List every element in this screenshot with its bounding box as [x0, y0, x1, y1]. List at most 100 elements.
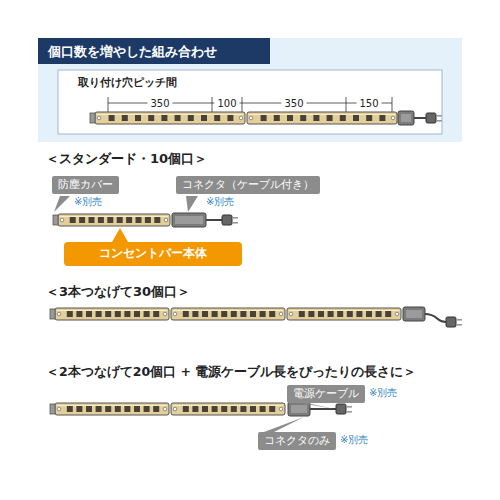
- bar-body: [55, 308, 169, 320]
- outlet: [67, 311, 73, 317]
- outlet: [202, 311, 208, 317]
- mounting-hole: [163, 407, 167, 411]
- bar-body: [171, 308, 285, 320]
- outlet: [154, 217, 160, 223]
- outlet: [107, 217, 113, 223]
- outlet: [188, 115, 194, 121]
- outlet: [70, 217, 76, 223]
- mounting-hole: [239, 116, 243, 120]
- outlet: [240, 311, 246, 317]
- label-text: コネクタのみ: [264, 434, 330, 448]
- bar-highlight: [173, 405, 283, 406]
- outlet: [260, 406, 266, 412]
- outlet: [96, 406, 102, 412]
- bar-highlight: [97, 114, 243, 115]
- dust-cover: [53, 215, 58, 225]
- outlet: [269, 406, 275, 412]
- bar-highlight: [249, 114, 395, 115]
- outlet: [379, 115, 385, 121]
- mounting-hole: [173, 407, 177, 411]
- figure-frame: [58, 70, 442, 134]
- outlet: [221, 311, 227, 317]
- connector: [403, 307, 425, 321]
- outlet: [115, 406, 121, 412]
- outlet: [76, 406, 82, 412]
- outlet: [183, 406, 189, 412]
- panel-ground: [38, 38, 462, 142]
- outlet: [144, 311, 150, 317]
- dust-cover: [90, 113, 95, 123]
- outlet: [67, 406, 73, 412]
- outlet: [124, 406, 130, 412]
- callout-pointer: [264, 417, 304, 432]
- outlet: [98, 217, 104, 223]
- mounting-hole: [57, 407, 61, 411]
- outlet: [145, 217, 151, 223]
- outlet: [192, 311, 198, 317]
- outlet: [212, 406, 218, 412]
- outlet: [250, 406, 256, 412]
- plug: [446, 317, 456, 327]
- outlet: [86, 311, 92, 317]
- sold-separately-note: ※別売: [340, 433, 368, 446]
- outlet: [148, 115, 154, 121]
- outlet: [366, 311, 372, 317]
- outlet: [240, 406, 246, 412]
- outlet: [269, 311, 275, 317]
- callout-pointer: [54, 196, 70, 212]
- sold-separately-note: ※別売: [369, 386, 397, 399]
- mounting-hole: [391, 116, 395, 120]
- plug-pin: [346, 406, 352, 408]
- outlet: [212, 311, 218, 317]
- bar-body: [287, 308, 401, 320]
- mounting-hole: [279, 312, 283, 316]
- plug-pin: [232, 217, 238, 219]
- dimension-tick: [212, 97, 213, 114]
- outlet: [376, 311, 382, 317]
- plug-pin: [436, 115, 442, 117]
- dimension-value: 150: [356, 98, 381, 109]
- mounting-hole: [97, 116, 101, 120]
- outlet-bar: [90, 112, 245, 124]
- plug-pin: [346, 411, 352, 413]
- option-label: 電源ケーブル※別売: [287, 385, 365, 403]
- outlet: [192, 406, 198, 412]
- label-text: コネクタ（ケーブル付き）: [182, 178, 314, 192]
- figure-caption: 取り付け穴ピッチ間: [78, 76, 177, 90]
- outlet: [76, 311, 82, 317]
- callout-pointer: [112, 228, 128, 242]
- outlet: [261, 115, 267, 121]
- callout-pointer: [186, 196, 198, 212]
- outlet: [124, 311, 130, 317]
- outlet: [153, 311, 159, 317]
- outlet: [227, 115, 233, 121]
- connector: [398, 111, 414, 125]
- outlet: [250, 311, 256, 317]
- section-heading: ＜2本つなげて20個口 + 電源ケーブル長をぴったりの長さに＞: [46, 364, 416, 381]
- option-label: 防塵カバー※別売: [52, 176, 119, 194]
- outlet: [144, 406, 150, 412]
- outlet-bar: [287, 308, 401, 320]
- dust-cover: [50, 309, 55, 319]
- outlet: [353, 115, 359, 121]
- connector: [288, 402, 310, 416]
- outlet: [347, 311, 353, 317]
- outlet: [153, 406, 159, 412]
- outlet: [300, 115, 306, 121]
- bar-body: [171, 403, 285, 415]
- cable: [310, 408, 336, 410]
- outlet: [260, 311, 266, 317]
- bar-highlight: [60, 216, 168, 217]
- plug-pin: [436, 120, 442, 122]
- dimension-value: 350: [281, 98, 306, 109]
- outlet: [175, 115, 181, 121]
- outlet: [356, 311, 362, 317]
- product-label: コンセントバー本体: [64, 242, 242, 266]
- title: 個口数を増やした組み合わせ: [48, 43, 217, 61]
- mounting-hole: [173, 312, 177, 316]
- outlet: [126, 217, 132, 223]
- outlet: [337, 311, 343, 317]
- mounting-hole: [249, 116, 253, 120]
- outlet: [214, 115, 220, 121]
- cable: [425, 314, 446, 322]
